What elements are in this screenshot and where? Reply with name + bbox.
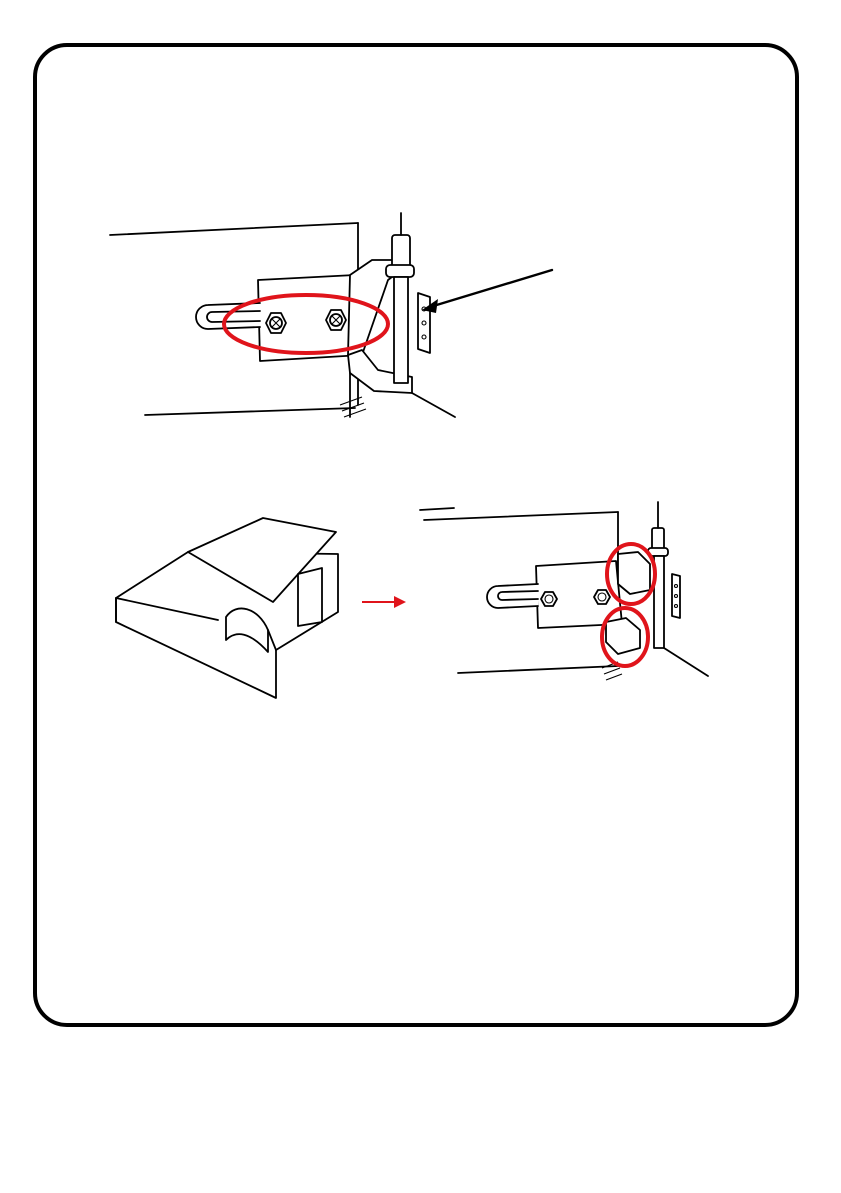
hinge-detail-figure (100, 205, 570, 425)
step-arrow-icon (360, 592, 410, 612)
bolt-left-icon (266, 313, 286, 333)
spacer-bracket-figure (108, 512, 348, 707)
bolt-right-icon (326, 310, 346, 330)
hinge-pin-pointer-line (430, 270, 552, 307)
installed-spacers-figure (418, 498, 718, 683)
upper-spacer (618, 552, 650, 594)
cabinet-bottom-edge (145, 408, 355, 415)
bracket-tab (298, 568, 322, 626)
bolt-right-icon (594, 590, 610, 604)
plate-slot (487, 584, 538, 608)
hinge-pin-shaft (394, 277, 408, 383)
installed-spacers-drawing (418, 498, 718, 683)
hinge-detail-drawing (100, 205, 570, 425)
spacer-bracket-drawing (108, 512, 348, 707)
bolt-left-icon (541, 592, 557, 606)
lower-spacer (606, 618, 640, 654)
hinge-leaf (418, 293, 430, 353)
cabinet-top-edge (110, 223, 358, 235)
